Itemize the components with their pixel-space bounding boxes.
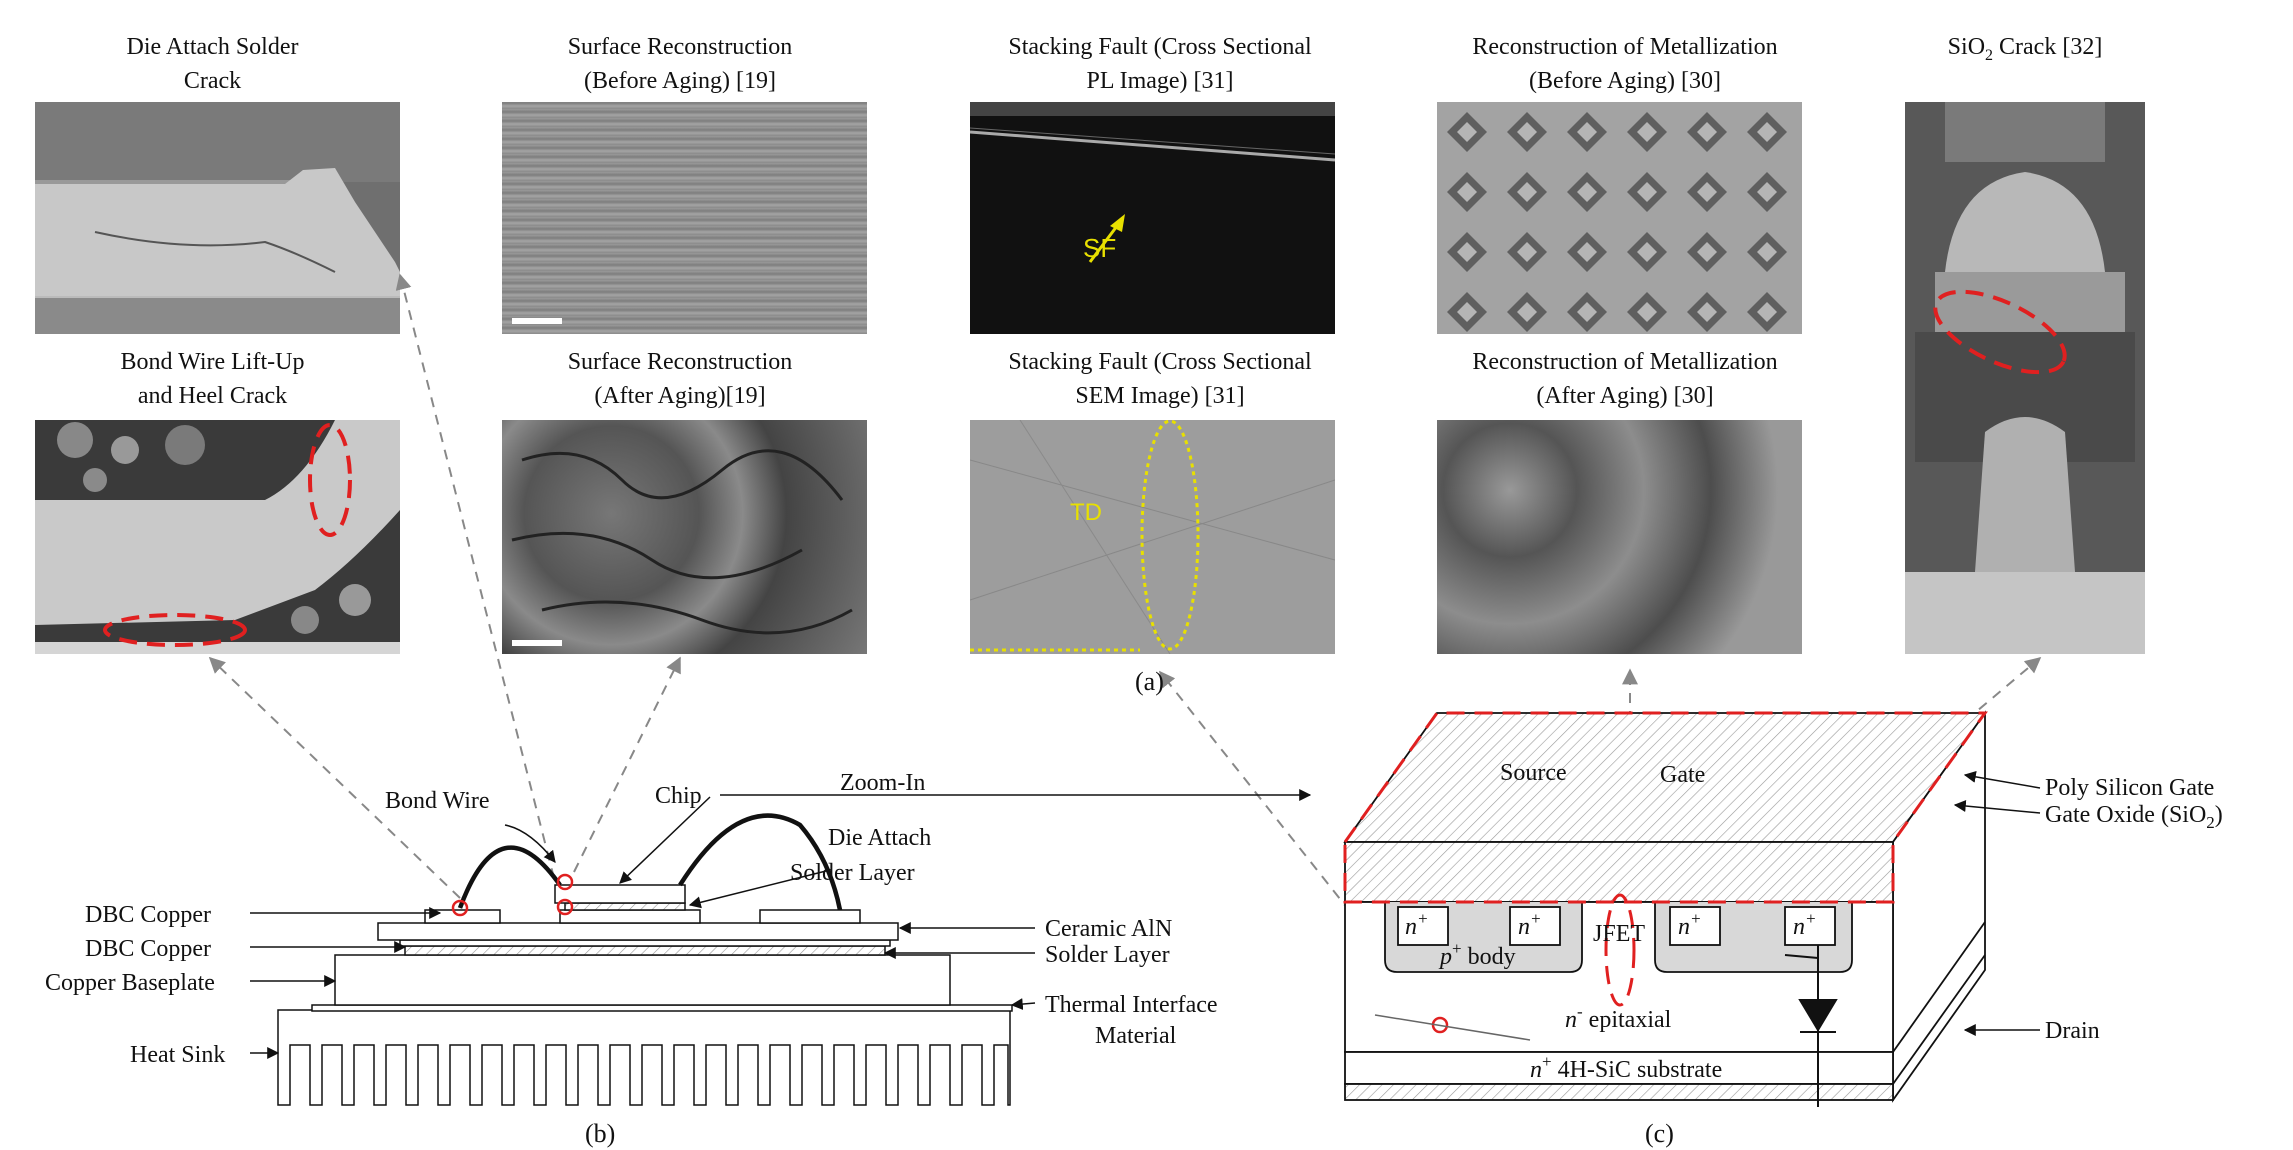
heat-sink: [277, 1009, 1011, 1106]
mosfet-label-arrows: [1953, 770, 2041, 1036]
failure-location-markers: [451, 873, 574, 917]
label-zoom-in: Zoom-In: [840, 770, 925, 796]
label-n-plus-1: n+: [1405, 909, 1428, 940]
thermal-interface-material: [311, 1004, 1013, 1012]
label-chip: Chip: [655, 783, 702, 809]
n-plus-1: [1397, 906, 1449, 946]
photo-stacking-fault-sem: TD: [970, 420, 1335, 654]
front-metal: [1344, 841, 1894, 903]
title-metallization-after: Reconstruction of Metallization(After Ag…: [1472, 349, 1778, 409]
dbc-copper-middle: [559, 909, 701, 924]
label-bond-wire: Bond Wire: [385, 788, 490, 814]
mosfet-highlights: [1343, 711, 1988, 1007]
bond-wires: [457, 813, 843, 911]
label-n-plus-2: n+: [1518, 909, 1541, 940]
body-diode-symbol: [1784, 945, 1838, 1107]
label-n-plus-3: n+: [1678, 909, 1701, 940]
solder-layer: [404, 945, 886, 956]
svg-text:TD: TD: [1070, 499, 1102, 526]
label-die-attach-1: Die Attach: [828, 825, 931, 851]
photo-stacking-fault-pl: SF: [970, 102, 1335, 334]
dbc-copper-right: [759, 909, 861, 924]
label-heat-sink: Heat Sink: [130, 1042, 225, 1068]
photo-metallization-before: [1437, 102, 1802, 334]
label-epitaxial: n- epitaxial: [1565, 1002, 1672, 1033]
label-solder-layer: Solder Layer: [1045, 942, 1170, 968]
label-drain: Drain: [2045, 1018, 2100, 1044]
n-plus-3: [1669, 906, 1721, 946]
power-module-diagram: [277, 884, 1013, 1106]
dbc-copper-left: [424, 909, 501, 924]
module-labels: [250, 789, 1312, 1059]
label-gate-oxide: Gate Oxide (SiO2): [2045, 802, 2223, 832]
label-poly-gate: Poly Silicon Gate: [2045, 775, 2214, 801]
label-substrate: n+ 4H-SiC substrate: [1530, 1052, 1722, 1083]
label-jfet: JFET: [1593, 921, 1645, 947]
ceramic-aln: [377, 922, 899, 941]
caption-b: (b): [585, 1119, 615, 1148]
svg-text:SF: SF: [1083, 233, 1116, 263]
photo-surface-before: [502, 102, 867, 334]
title-surface-after: Surface Reconstruction(After Aging)[19]: [567, 349, 793, 409]
caption-a: (a): [1135, 667, 1164, 696]
caption-c: (c): [1645, 1119, 1674, 1148]
photo-bond-wire: [35, 420, 400, 654]
title-surface-before: Surface Reconstruction(Before Aging) [19…: [567, 34, 793, 94]
label-ceramic: Ceramic AlN: [1045, 916, 1172, 942]
photo-metallization-after: [1437, 420, 1802, 654]
label-tim-1: Thermal Interface: [1045, 992, 1218, 1018]
die-attach-solder: [564, 902, 686, 911]
label-dbc-copper-bottom: DBC Copper: [85, 936, 211, 962]
drain-contact: [1344, 1083, 1894, 1101]
title-sio2-crack: SiO2 Crack [32]: [1947, 34, 2103, 64]
photo-die-attach-crack: [35, 102, 400, 334]
photo-sio2-crack: [1905, 102, 2145, 654]
label-gate: Gate: [1660, 762, 1705, 788]
chip: [554, 884, 686, 904]
label-dbc-copper-top: DBC Copper: [85, 902, 211, 928]
label-source: Source: [1500, 760, 1567, 786]
label-tim-2: Material: [1095, 1023, 1177, 1049]
title-metallization-before: Reconstruction of Metallization(Before A…: [1472, 34, 1778, 94]
dbc-copper-bottom: [399, 939, 891, 947]
mosfet-cell-diagram: [1343, 710, 1987, 1103]
label-copper-baseplate: Copper Baseplate: [45, 970, 215, 996]
photo-surface-after: [502, 420, 867, 654]
n-plus-4: [1784, 906, 1836, 946]
label-die-attach-2: Solder Layer: [790, 860, 915, 886]
copper-baseplate: [334, 954, 951, 1006]
n-plus-2: [1509, 906, 1561, 946]
label-n-plus-4: n+: [1793, 909, 1816, 940]
label-p-body: p+ body: [1438, 939, 1516, 970]
